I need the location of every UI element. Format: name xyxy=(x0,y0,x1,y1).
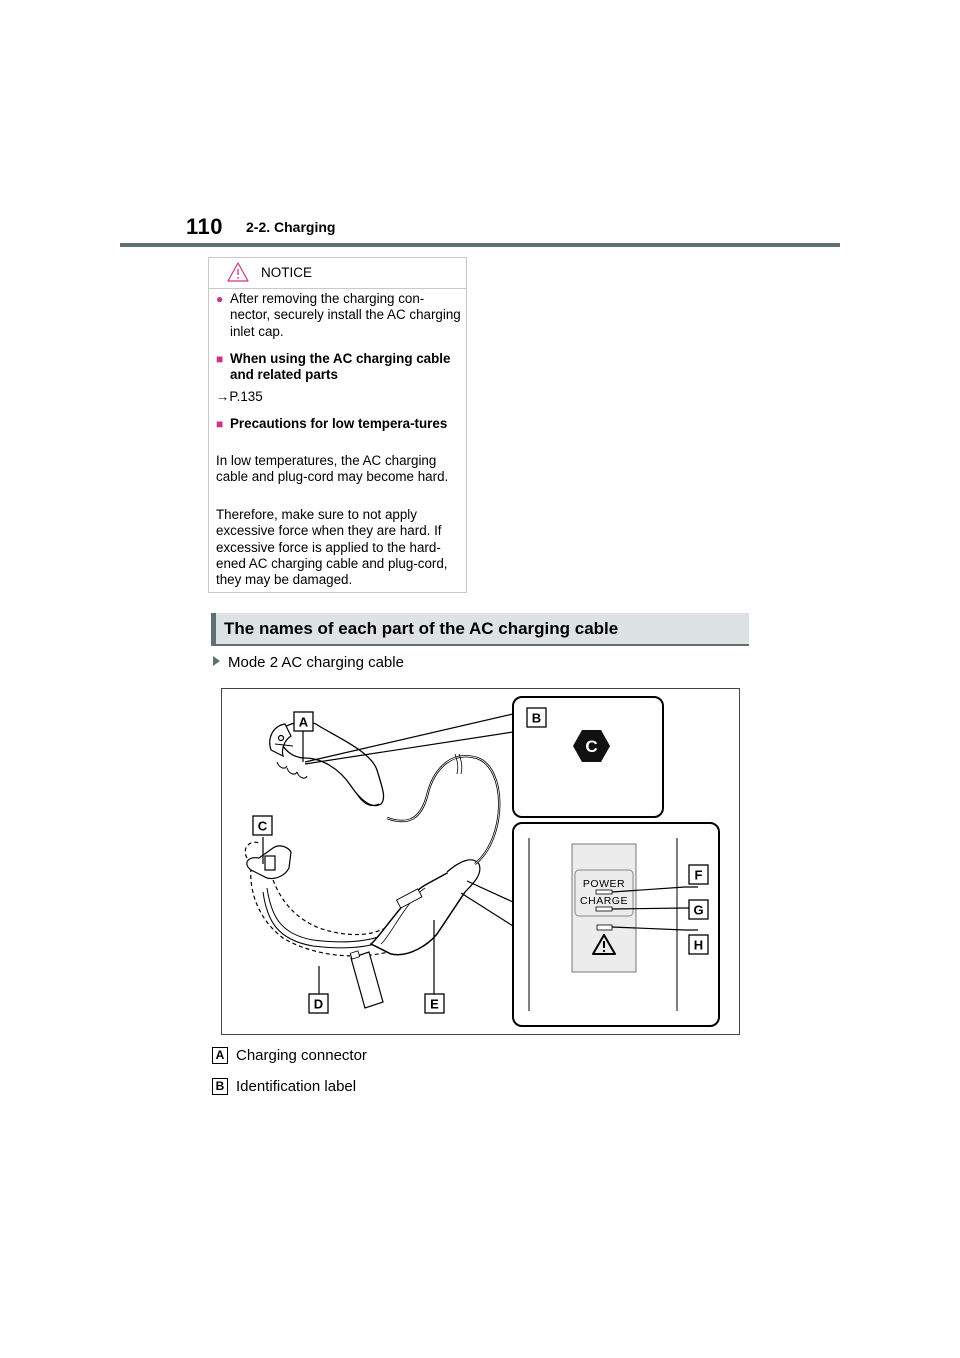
power-indicator-text: POWER xyxy=(583,878,625,890)
legend-text: Charging connector xyxy=(236,1047,367,1064)
cable-illustration xyxy=(244,721,501,1009)
section-heading-text: The names of each part of the AC chargin… xyxy=(224,619,619,638)
notice-header: NOTICE xyxy=(209,258,466,289)
callout-g xyxy=(688,899,709,920)
bullet-circle-icon: ● xyxy=(216,292,224,306)
callout-e-text: E xyxy=(430,997,439,1012)
callout-a xyxy=(293,711,314,732)
leader-line-f xyxy=(611,886,698,893)
callout-a-text: A xyxy=(299,715,309,730)
hexagon-label-letter: C xyxy=(585,737,597,756)
notice-item-heading: Precautions for low tempera-tures xyxy=(230,416,448,431)
leader-line-panel-upper xyxy=(466,880,514,903)
callout-e xyxy=(424,993,445,1014)
subheading: Mode 2 AC charging cable xyxy=(213,654,404,671)
legend-item-b: B Identification label xyxy=(212,1078,356,1095)
section-title: 2-2. Charging xyxy=(246,219,336,235)
section-heading: The names of each part of the AC chargin… xyxy=(211,613,749,646)
power-lamp xyxy=(595,889,613,895)
callout-b xyxy=(526,707,547,728)
notice-item-heading: When using the AC charging cable and rel… xyxy=(230,351,451,383)
notice-paragraph: Therefore, make sure to not apply excess… xyxy=(216,507,448,588)
warning-lamp xyxy=(596,924,613,931)
hexagon-label-icon xyxy=(573,730,610,762)
legend-text: Identification label xyxy=(236,1078,357,1095)
notice-item-cable: ■ When using the AC charging cable and r… xyxy=(216,351,464,384)
notice-item-inlet-cap: ● After removing the charging con-nector… xyxy=(216,291,464,340)
notice-page-reference: →P.135 xyxy=(216,389,263,404)
notice-box: NOTICE ● After removing the charging con… xyxy=(208,257,467,593)
leader-line-b-upper xyxy=(304,713,514,763)
callout-g-text: G xyxy=(693,903,703,918)
callout-b-text: B xyxy=(532,711,541,726)
indicator-frame xyxy=(574,869,634,917)
warning-lamp-icon xyxy=(592,934,616,955)
legend-key: B xyxy=(212,1078,228,1095)
leader-line-panel-lower xyxy=(460,892,514,927)
header-rule xyxy=(120,243,840,247)
charge-indicator-text: CHARGE xyxy=(580,895,628,907)
leader-line-h xyxy=(611,926,698,931)
cable-diagram: C POWER CHARGE xyxy=(221,688,740,1035)
arrow-icon xyxy=(213,656,220,666)
page-number: 110 xyxy=(186,214,223,239)
bullet-square-icon: ■ xyxy=(216,352,224,366)
warning-icon xyxy=(227,262,249,282)
bullet-square-icon: ■ xyxy=(216,417,224,431)
heading-accent xyxy=(211,613,216,646)
notice-item-text: After removing the charging con-nector, … xyxy=(230,291,461,339)
callout-c xyxy=(252,815,273,836)
callout-h xyxy=(688,934,709,955)
legend-item-a: A Charging connector xyxy=(212,1047,367,1064)
notice-item-low-temp: ■ Precautions for low tempera-tures xyxy=(216,416,464,432)
callout-f-text: F xyxy=(695,868,703,883)
notice-paragraph: In low temperatures, the AC charging cab… xyxy=(216,453,449,485)
legend-key: A xyxy=(212,1047,228,1064)
callout-f xyxy=(688,864,709,885)
leader-line-b-lower xyxy=(304,731,514,765)
callout-d-text: D xyxy=(314,997,323,1012)
subheading-text: Mode 2 AC charging cable xyxy=(228,654,404,671)
notice-label: NOTICE xyxy=(261,265,313,280)
callout-h-text: H xyxy=(694,938,703,953)
callout-d xyxy=(308,993,329,1014)
charge-lamp xyxy=(595,906,613,912)
callout-c-text: C xyxy=(258,819,268,834)
